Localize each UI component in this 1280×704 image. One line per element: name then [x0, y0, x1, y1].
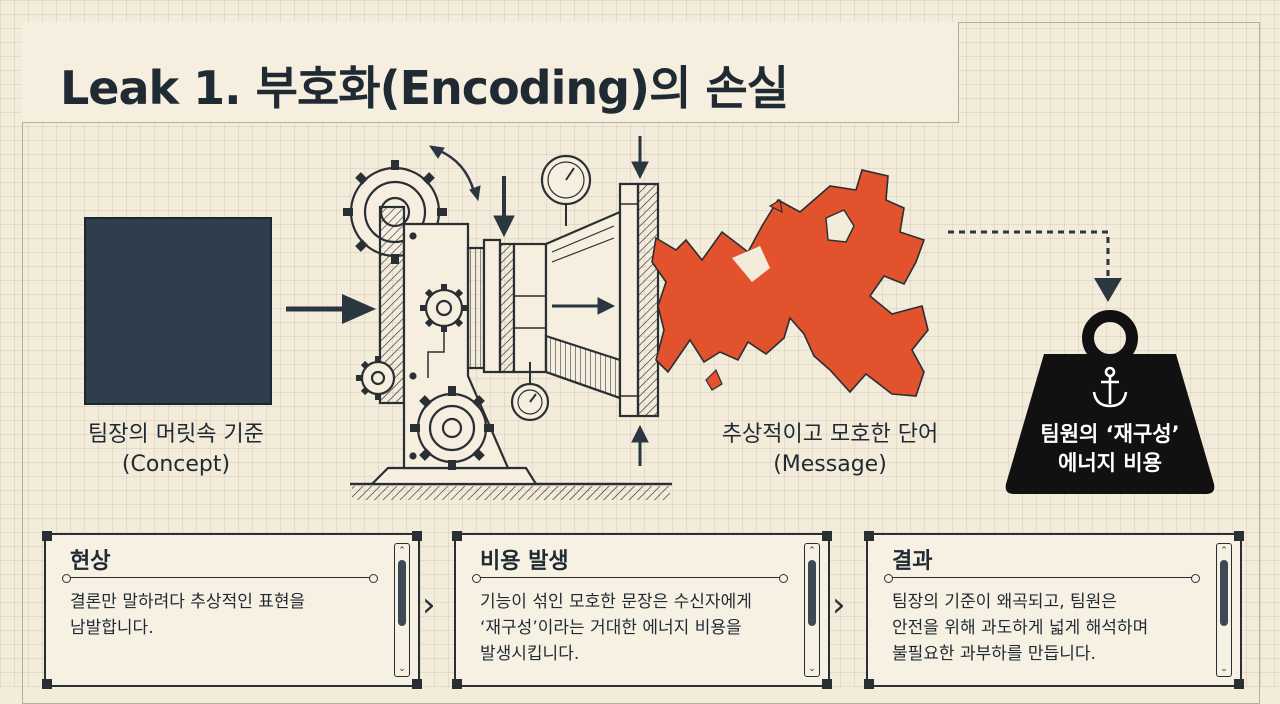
panel-corner [42, 531, 52, 541]
shattered-message-shape [651, 169, 929, 397]
panel-title: 결과 [892, 549, 933, 574]
panel-title: 현상 [70, 549, 111, 574]
concept-label-line1: 팀장의 머릿속 기준 [88, 422, 264, 447]
panel-divider [62, 574, 378, 583]
chevron-right-icon: › [832, 585, 846, 625]
panel-scrollbar[interactable]: ⌃ ⌄ [1216, 543, 1232, 677]
diagram-graphics [286, 136, 1215, 500]
panel-corner [864, 679, 874, 689]
panel-corner [452, 531, 462, 541]
message-label-line2: (Message) [773, 452, 887, 477]
panel-title: 비용 발생 [480, 549, 569, 574]
message-label: 추상적이고 모호한 단어 (Message) [720, 420, 940, 480]
panel-corner [822, 679, 832, 689]
page-title: Leak 1. 부호화(Encoding)의 손실 [60, 61, 789, 115]
panel-scrollbar[interactable]: ⌃ ⌄ [394, 543, 410, 677]
panel-phenomenon: 현상 결론만 말하려다 추상적인 표현을 남발합니다. ⌃ ⌄ [42, 531, 422, 689]
panel-divider [472, 574, 788, 583]
scroll-thumb[interactable] [398, 560, 406, 626]
scroll-up-icon[interactable]: ⌃ [398, 546, 406, 556]
weight-label-line2: 에너지 비용 [1058, 451, 1162, 475]
scroll-down-icon[interactable]: ⌄ [808, 664, 816, 674]
panel-body: 팀장의 기준이 왜곡되고, 팀원은 안전을 위해 과도하게 넓게 해석하며 불필… [892, 592, 1149, 664]
scroll-down-icon[interactable]: ⌄ [1220, 664, 1228, 674]
panel-result: 결과 팀장의 기준이 왜곡되고, 팀원은 안전을 위해 과도하게 넓게 해석하며… [864, 531, 1244, 689]
panel-corner [1234, 679, 1244, 689]
panel-scrollbar[interactable]: ⌃ ⌄ [804, 543, 820, 677]
concept-label: 팀장의 머릿속 기준 (Concept) [76, 420, 276, 480]
panel-body: 기능이 섞인 모호한 문장은 수신자에게 ‘재구성’이라는 거대한 에너지 비용… [480, 592, 752, 664]
scroll-thumb[interactable] [1220, 560, 1228, 626]
dashed-arrow-to-weight [948, 230, 1122, 302]
concept-label-line2: (Concept) [121, 452, 231, 477]
weight-label-line1: 팀원의 ‘재구성’ [1040, 422, 1180, 446]
panel-corner [822, 531, 832, 541]
panel-corner [412, 679, 422, 689]
scroll-up-icon[interactable]: ⌃ [1220, 546, 1228, 556]
panel-corner [1234, 531, 1244, 541]
panel-body: 결론만 말하려다 추상적인 표현을 남발합니다. [70, 592, 306, 638]
concept-square [84, 217, 272, 405]
scroll-up-icon[interactable]: ⌃ [808, 546, 816, 556]
scroll-thumb[interactable] [808, 560, 816, 626]
chevron-right-icon: › [422, 585, 436, 625]
panel-corner [452, 679, 462, 689]
kettlebell-weight-icon [1005, 310, 1215, 494]
message-label-line1: 추상적이고 모호한 단어 [721, 422, 939, 447]
scroll-down-icon[interactable]: ⌄ [398, 664, 406, 674]
panel-corner [412, 531, 422, 541]
panel-corner [42, 679, 52, 689]
panel-corner [864, 531, 874, 541]
panel-divider [884, 574, 1200, 583]
title-box [22, 22, 959, 123]
encoding-machine-gears-icon [343, 154, 672, 500]
panel-cost: 비용 발생 기능이 섞인 모호한 문장은 수신자에게 ‘재구성’이라는 거대한 … [452, 531, 832, 689]
weight-label: 팀원의 ‘재구성’ 에너지 비용 [1010, 420, 1210, 478]
anchor-icon [1092, 366, 1128, 408]
input-arrow [286, 294, 376, 324]
